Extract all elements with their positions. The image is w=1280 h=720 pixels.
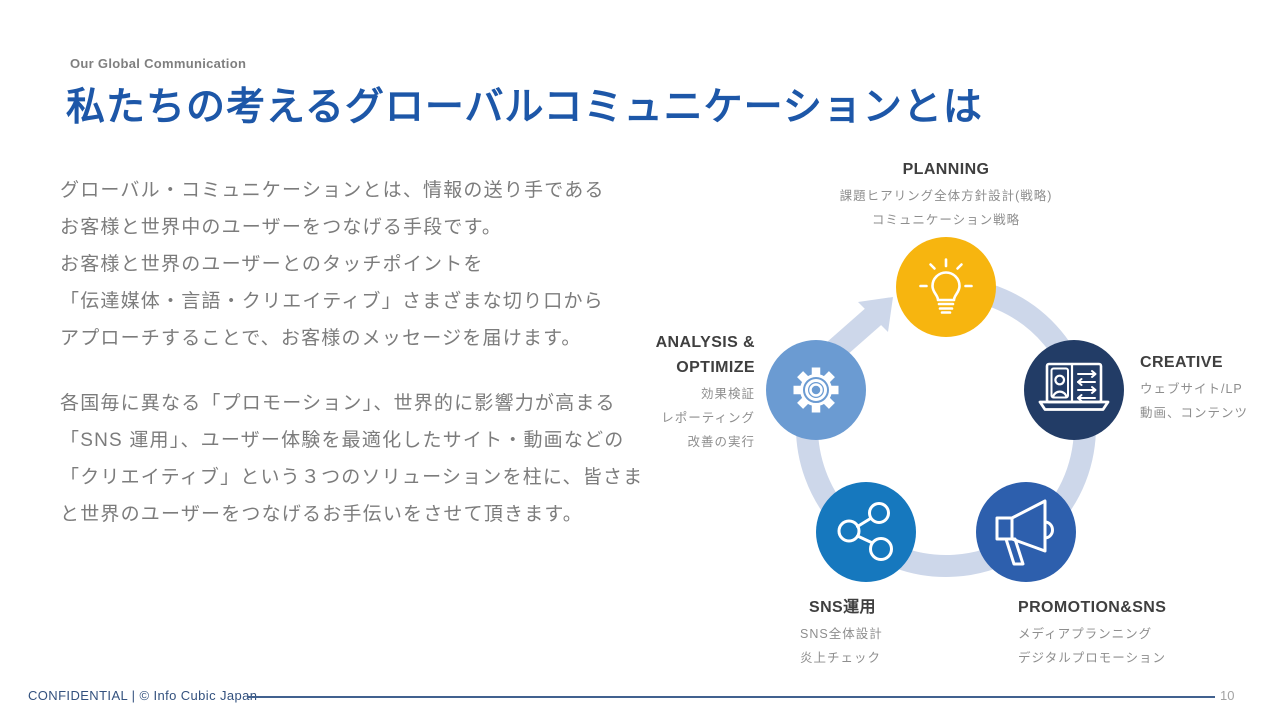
laptop-icon xyxy=(1038,362,1110,411)
analysis-sub: 改善の実行 xyxy=(687,435,755,449)
creative-label: CREATIVE ウェブサイト/LP 動画、コンテンツ xyxy=(1140,352,1280,425)
body-line: 各国毎に異なる「プロモーション」、世界的に影響力が高まる xyxy=(60,393,616,414)
body-line: お客様と世界のユーザーとのタッチポイントを xyxy=(60,254,484,275)
gear-icon xyxy=(793,367,839,413)
megaphone-icon xyxy=(995,499,1054,566)
body-paragraph: グローバル・コミュニケーションとは、情報の送り手である お客様と世界中のユーザー… xyxy=(60,172,660,357)
promotion-sub: メディアプランニング xyxy=(1018,627,1153,641)
footer-divider xyxy=(248,696,1215,698)
sns-title: SNS運用 xyxy=(809,599,876,616)
sns-sub: 炎上チェック xyxy=(800,651,882,665)
planning-label: PLANNING 課題ヒアリング全体方針設計(戦略) コミュニケーション戦略 xyxy=(771,159,1121,232)
sns-node xyxy=(816,482,916,582)
body-line: 「SNS 運用」、ユーザー体験を最適化したサイト・動画などの xyxy=(60,430,625,451)
analysis-sub: レポーティング xyxy=(661,411,755,425)
body-line: 「クリエイティブ」という３つのソリューションを柱に、皆さま xyxy=(60,467,644,488)
body-line: と世界のユーザーをつなげるお手伝いをさせて頂きます。 xyxy=(60,504,583,525)
promotion-title: PROMOTION&SNS xyxy=(1018,599,1167,616)
page-number: 10 xyxy=(1220,688,1235,703)
body-paragraph: 各国毎に異なる「プロモーション」、世界的に影響力が高まる 「SNS 運用」、ユー… xyxy=(60,385,660,533)
body-line: お客様と世界中のユーザーをつなげる手段です。 xyxy=(60,217,503,238)
body-text: グローバル・コミュニケーションとは、情報の送り手である お客様と世界中のユーザー… xyxy=(60,172,660,533)
planning-node xyxy=(896,237,996,337)
planning-title: PLANNING xyxy=(902,161,990,178)
footer-confidential: CONFIDENTIAL | © Info Cubic Japan xyxy=(28,688,258,703)
analysis-label: ANALYSIS & OPTIMIZE 効果検証 レポーティング 改善の実行 xyxy=(563,332,755,454)
cycle-arrow-head xyxy=(858,297,893,332)
creative-node xyxy=(1024,340,1124,440)
sns-sub: SNS全体設計 xyxy=(800,627,883,641)
analysis-sub: 効果検証 xyxy=(700,387,755,401)
creative-circle xyxy=(1024,340,1124,440)
planning-sub: 課題ヒアリング全体方針設計(戦略) xyxy=(839,189,1053,203)
page-title: 私たちの考えるグローバルコミュニケーションとは xyxy=(66,86,983,129)
planning-circle xyxy=(896,237,996,337)
analysis-title: OPTIMIZE xyxy=(676,359,755,376)
promotion-sub: デジタルプロモーション xyxy=(1018,651,1167,665)
body-line: グローバル・コミュニケーションとは、情報の送り手である xyxy=(60,180,605,201)
analysis-node xyxy=(766,340,866,440)
body-line: アプローチすることで、お客様のメッセージを届けます。 xyxy=(60,328,582,349)
sns-label: SNS運用 SNS全体設計 炎上チェック xyxy=(800,597,930,670)
share-icon xyxy=(837,502,893,561)
analysis-circle xyxy=(766,340,866,440)
analysis-title: ANALYSIS & xyxy=(655,334,755,351)
creative-sub: ウェブサイト/LP xyxy=(1140,382,1243,396)
promotion-node xyxy=(976,482,1076,582)
promotion-circle xyxy=(976,482,1076,582)
body-line: 「伝達媒体・言語・クリエイティブ」さまざまな切り口から xyxy=(60,291,604,312)
creative-sub: 動画、コンテンツ xyxy=(1140,406,1249,420)
sns-circle xyxy=(816,482,916,582)
promotion-label: PROMOTION&SNS メディアプランニング デジタルプロモーション xyxy=(1018,597,1208,670)
planning-sub: コミュニケーション戦略 xyxy=(871,213,1021,227)
eyebrow: Our Global Communication xyxy=(70,56,247,71)
creative-title: CREATIVE xyxy=(1140,354,1223,371)
lightbulb-icon xyxy=(919,258,973,314)
